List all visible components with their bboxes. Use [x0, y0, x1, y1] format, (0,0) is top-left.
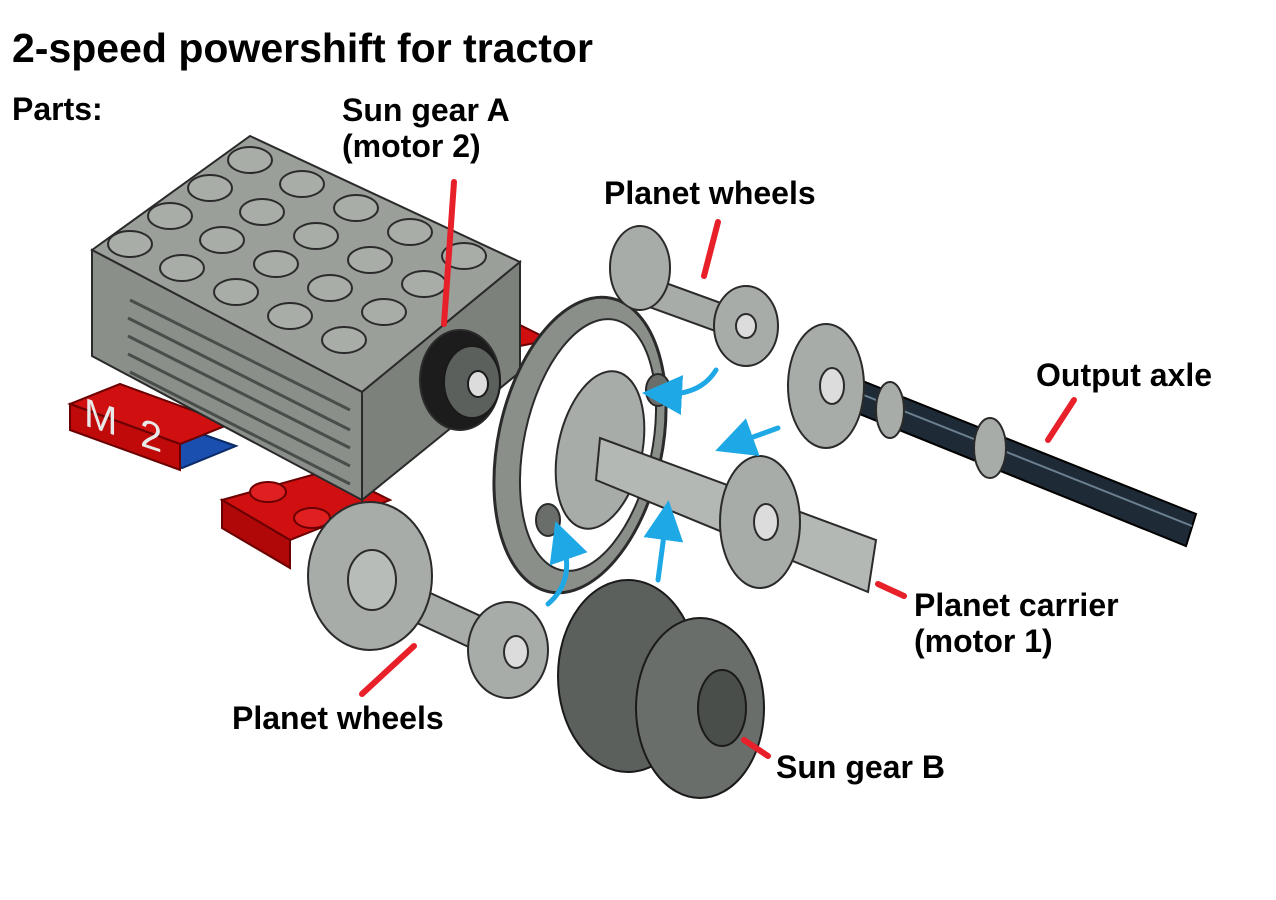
label-line: Planet carrier	[914, 587, 1119, 623]
parts-heading: Parts:	[12, 91, 103, 127]
label-output-axle: Output axle	[1036, 357, 1213, 393]
red-plate-lower-front	[221, 498, 291, 570]
gear-hub	[503, 635, 529, 669]
motor-letter: M	[84, 389, 117, 445]
flow-arrow	[642, 367, 719, 416]
carrier-hole	[645, 373, 671, 407]
label-planet-carrier: Planet carrier (motor 1)	[914, 587, 1119, 660]
leader-line-planet-carrier	[875, 581, 907, 599]
label-planet-wheels-top: Planet wheels	[604, 175, 816, 211]
label-sun-gear-b: Sun gear B	[776, 749, 945, 785]
label-line: (motor 2)	[342, 127, 481, 164]
flow-arrow	[715, 418, 781, 456]
motor-block	[90, 134, 522, 503]
leader-line-planet-top	[701, 219, 721, 279]
leader-line-sun-gear-b	[741, 737, 771, 759]
page-title: 2-speed powershift for tractor	[12, 25, 593, 71]
sun-gear-b	[557, 579, 765, 799]
motor-studs	[107, 146, 487, 354]
leader-line-sun-gear-a	[441, 179, 457, 327]
carrier-hole	[535, 503, 561, 537]
motor-digit: 2	[140, 409, 162, 461]
gear-hub	[753, 503, 779, 541]
label-sun-gear-a: Sun gear A (motor 2)	[342, 92, 510, 165]
leader-line-planet-bottom	[359, 643, 417, 697]
light-gears	[307, 225, 865, 699]
leader-line-output-axle	[1045, 397, 1077, 443]
gear-hub	[735, 313, 757, 339]
red-plate-m2-front	[69, 402, 181, 472]
leader-lines	[359, 179, 1077, 759]
flow-arrows	[545, 367, 781, 607]
axle-bush	[875, 381, 905, 439]
motor-grooves	[127, 298, 351, 486]
red-stud	[249, 481, 287, 503]
axle-bush	[973, 417, 1007, 479]
sun-gear-a-hub	[467, 370, 489, 398]
output-axle	[828, 370, 1198, 548]
label-line: Sun gear A	[342, 92, 510, 128]
gear-hub	[347, 549, 397, 611]
sun-gear-b-hub	[697, 669, 747, 747]
label-planet-wheels-bottom: Planet wheels	[232, 700, 444, 736]
planet-wheel-top-left	[609, 225, 671, 311]
flow-arrow	[643, 500, 684, 583]
label-line: (motor 1)	[914, 622, 1053, 659]
gear-hub	[819, 367, 845, 405]
flow-arrow	[545, 521, 588, 607]
